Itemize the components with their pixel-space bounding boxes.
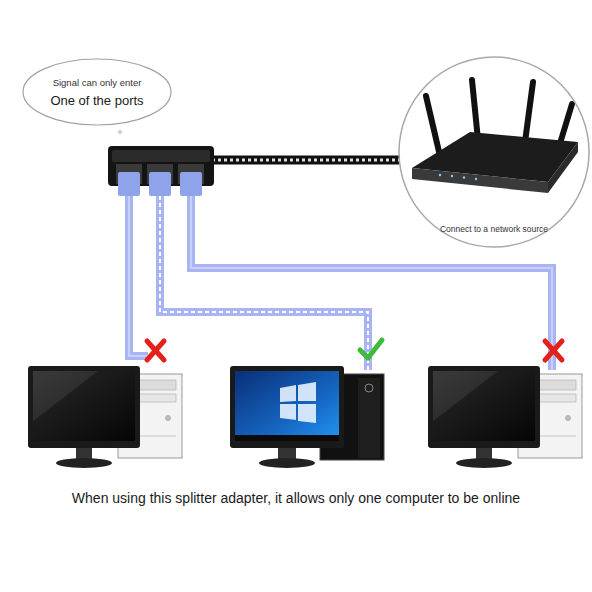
node-outline <box>22 58 172 126</box>
caption-text: When using this splitter adapter, it all… <box>0 490 592 506</box>
cross-mark <box>545 341 562 360</box>
splitter-adapter <box>108 146 400 196</box>
router <box>412 80 578 193</box>
circle-outline <box>399 57 589 247</box>
ellipse-outline <box>23 59 171 125</box>
note-ellipse: Signal can only enterOne of the ports <box>22 58 172 126</box>
network-cables <box>129 196 552 370</box>
node-outline <box>398 56 590 248</box>
node-text: Connect to a network source <box>440 224 548 234</box>
node-text: One of the ports <box>50 93 143 108</box>
cross-mark <box>147 341 164 360</box>
computer-middle <box>230 366 384 468</box>
node-text: Signal can only enter <box>53 77 142 88</box>
computer-right <box>428 366 582 468</box>
check-mark <box>360 340 382 358</box>
router-circle: Connect to a network source <box>398 56 590 248</box>
dot <box>118 130 122 134</box>
computer-left <box>28 366 182 468</box>
